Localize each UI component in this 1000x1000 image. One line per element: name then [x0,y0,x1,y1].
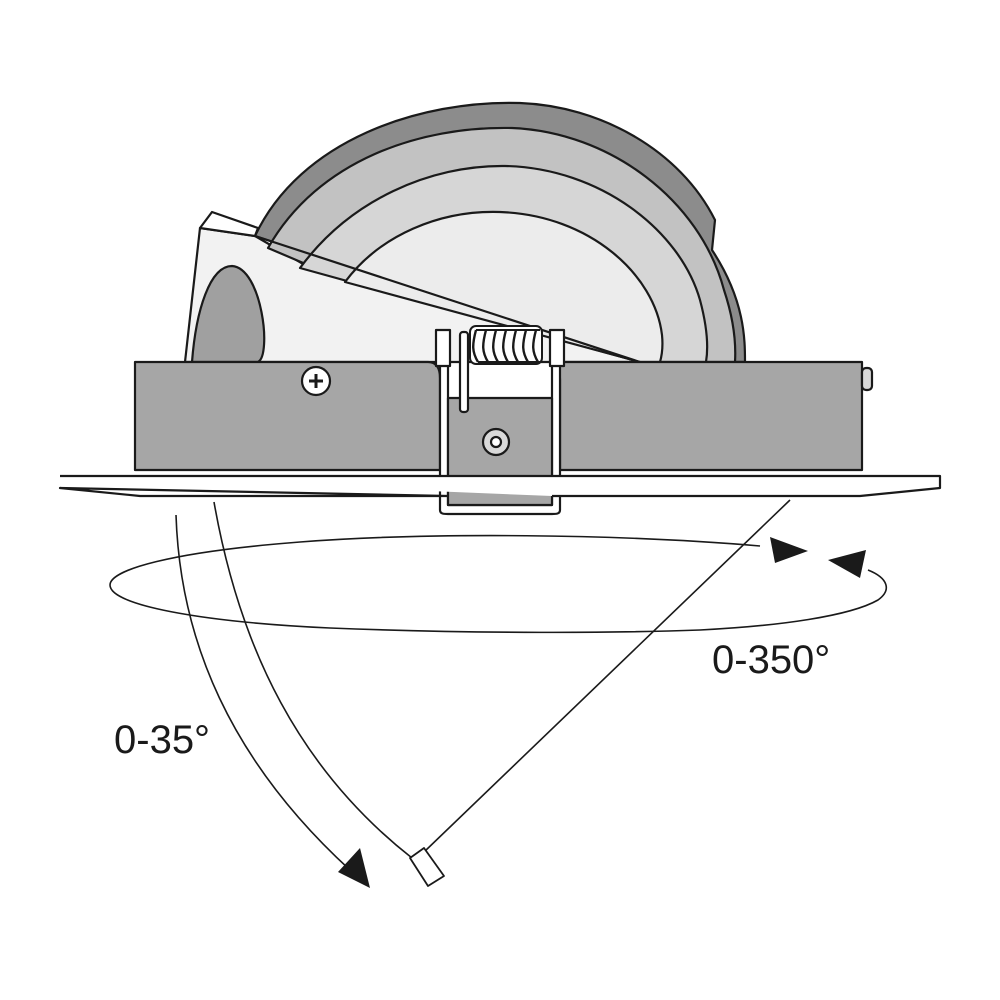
screw-icon [300,365,332,397]
lamp-rim-line [254,234,641,364]
ceiling-trim [58,474,942,498]
tilt-range-label: 0-35° [114,718,211,762]
rotation-range-label: 0-350° [712,638,831,682]
rotation-ellipse [109,534,888,634]
tilt-diagonal [423,499,791,853]
tilt-arrow-icon [338,848,370,888]
housing-right-panel [557,360,864,472]
tilt-end-tab [409,847,445,887]
tilt-arc-outer [175,514,351,871]
rotation-indicator [109,534,888,634]
tilt-indicator [175,499,791,871]
rotation-arrow-icon [770,537,866,578]
clip-pin [458,330,470,414]
tilt-arc-inner [213,501,413,859]
housing-left-panel [133,360,442,472]
lamp-head [183,101,747,364]
housing-side-knob [860,366,874,392]
spring-icon [469,325,543,365]
lamp-lens [343,210,664,364]
